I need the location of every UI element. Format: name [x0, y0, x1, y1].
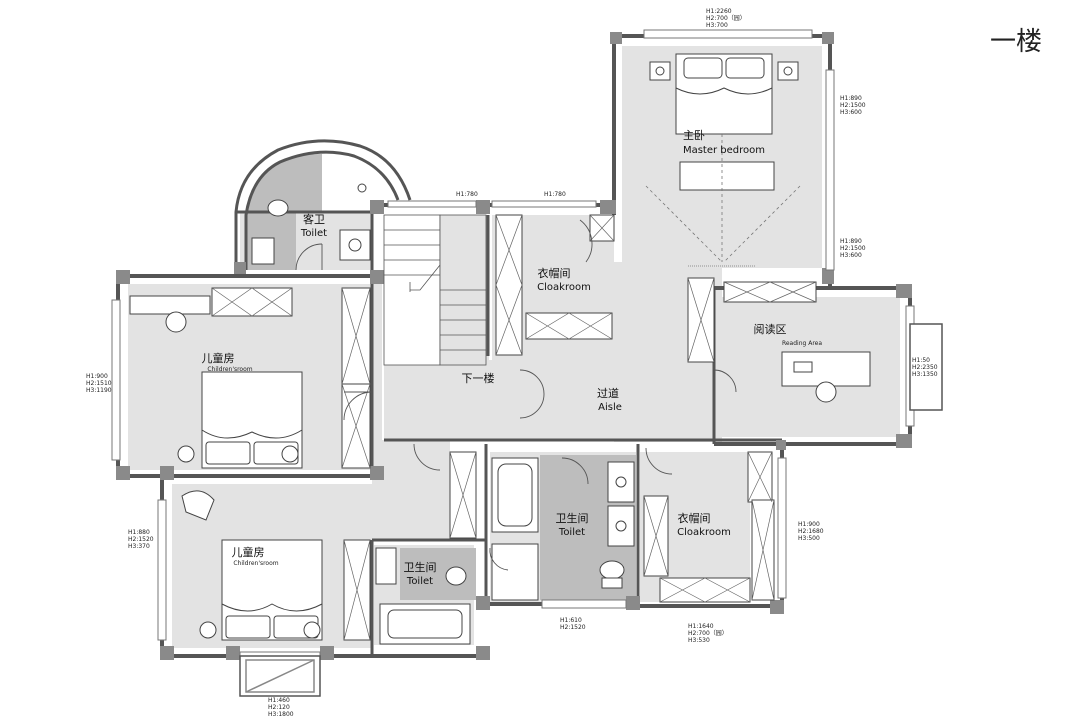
dim-lu-2: H2:1510: [86, 380, 112, 387]
dim-lu-3: H3:1190: [86, 387, 112, 394]
guest-toilet-bay: [234, 139, 412, 270]
dim-rl-2: H2:1500: [840, 245, 866, 252]
dim-c2w-2: H2:1680: [798, 528, 824, 535]
dim-c2b-1: H1:1640: [688, 623, 714, 630]
dim-ll-3: H3:370: [128, 543, 150, 550]
dim-top-2: H2:700（园）: [706, 15, 746, 22]
small-toilet-cn: 卫生间: [404, 560, 437, 574]
cloak1-cn: 衣帽间: [538, 266, 571, 280]
bay-windows: [239, 323, 943, 697]
bath-en: Toilet: [558, 527, 585, 538]
staircase: [383, 214, 487, 366]
dim-rl-3: H3:600: [840, 252, 862, 259]
children2-cn: 儿童房: [232, 545, 265, 559]
children1-en: Children'sroom: [207, 366, 252, 373]
dim-top-1: H1:2260: [706, 8, 732, 15]
dim-cb-1: H1:460: [268, 697, 290, 704]
guest-toilet-en: Toilet: [300, 228, 327, 239]
bathroom-fixtures: [491, 457, 635, 601]
children1-cn: 儿童房: [202, 351, 235, 365]
master-cn: 主卧: [683, 129, 705, 142]
dim-c2b-3: H3:530: [688, 637, 710, 644]
small-toilet-en: Toilet: [406, 576, 433, 587]
dim-bb-1: H1:610: [560, 617, 582, 624]
dim-ru-3: H3:600: [840, 109, 862, 116]
cloak1-en: Cloakroom: [537, 282, 591, 293]
reading-en: Reading Area: [782, 340, 822, 347]
dim-stair: H1:780: [456, 191, 478, 198]
dim-rw-1: H1:50: [912, 357, 930, 364]
doors: [295, 219, 737, 571]
dim-lu-1: H1:900: [86, 373, 108, 380]
dim-cloak: H1:780: [544, 191, 566, 198]
children1-furniture: [129, 295, 303, 469]
cloak2-en: Cloakroom: [677, 527, 731, 538]
dim-c2b-2: H2:700（园）: [688, 630, 728, 637]
cloak2-cn: 衣帽间: [678, 511, 711, 525]
guest-toilet-cn: 客卫: [303, 212, 325, 226]
wardrobe-crosses: [211, 214, 817, 641]
small-toilet-fixtures: [375, 547, 471, 645]
aisle-cn: 过道: [597, 386, 619, 400]
dim-bb-2: H2:1520: [560, 624, 586, 631]
floor-title: 一楼: [990, 27, 1042, 57]
guest-toilet-fixtures: [251, 183, 371, 265]
master-bed: [649, 53, 799, 191]
dim-ll-2: H2:1520: [128, 536, 154, 543]
dim-ru-1: H1:890: [840, 95, 862, 102]
dim-c2w-1: H1:900: [798, 521, 820, 528]
room-labels: 主卧 Master bedroom 客卫 Toilet 衣帽间 Cloakroo…: [202, 129, 823, 587]
down-cn: 下一楼: [462, 371, 495, 385]
dimension-labels: H1:2260 H2:700（园） H3:700 H1:890 H2:1500 …: [86, 8, 938, 718]
reading-desk: [781, 351, 871, 403]
dim-rw-3: H3:1350: [912, 371, 938, 378]
dim-c2w-3: H3:500: [798, 535, 820, 542]
aisle-en: Aisle: [598, 402, 622, 413]
dim-rw-2: H2:2350: [912, 364, 938, 371]
wall-piers: [116, 32, 912, 660]
dim-rl-1: H1:890: [840, 238, 862, 245]
dim-ll-1: H1:880: [128, 529, 150, 536]
children2-en: Children'sroom: [233, 560, 278, 567]
dim-cb-3: H3:1800: [268, 711, 294, 718]
master-en: Master bedroom: [683, 145, 765, 156]
children2-furniture: [181, 490, 323, 641]
reading-cn: 阅读区: [754, 322, 787, 336]
master-dashed-lines: [645, 134, 801, 267]
dim-ru-2: H2:1500: [840, 102, 866, 109]
bath-cn: 卫生间: [556, 511, 589, 525]
dim-cb-2: H2:120: [268, 704, 290, 711]
dim-top-3: H3:700: [706, 22, 728, 29]
